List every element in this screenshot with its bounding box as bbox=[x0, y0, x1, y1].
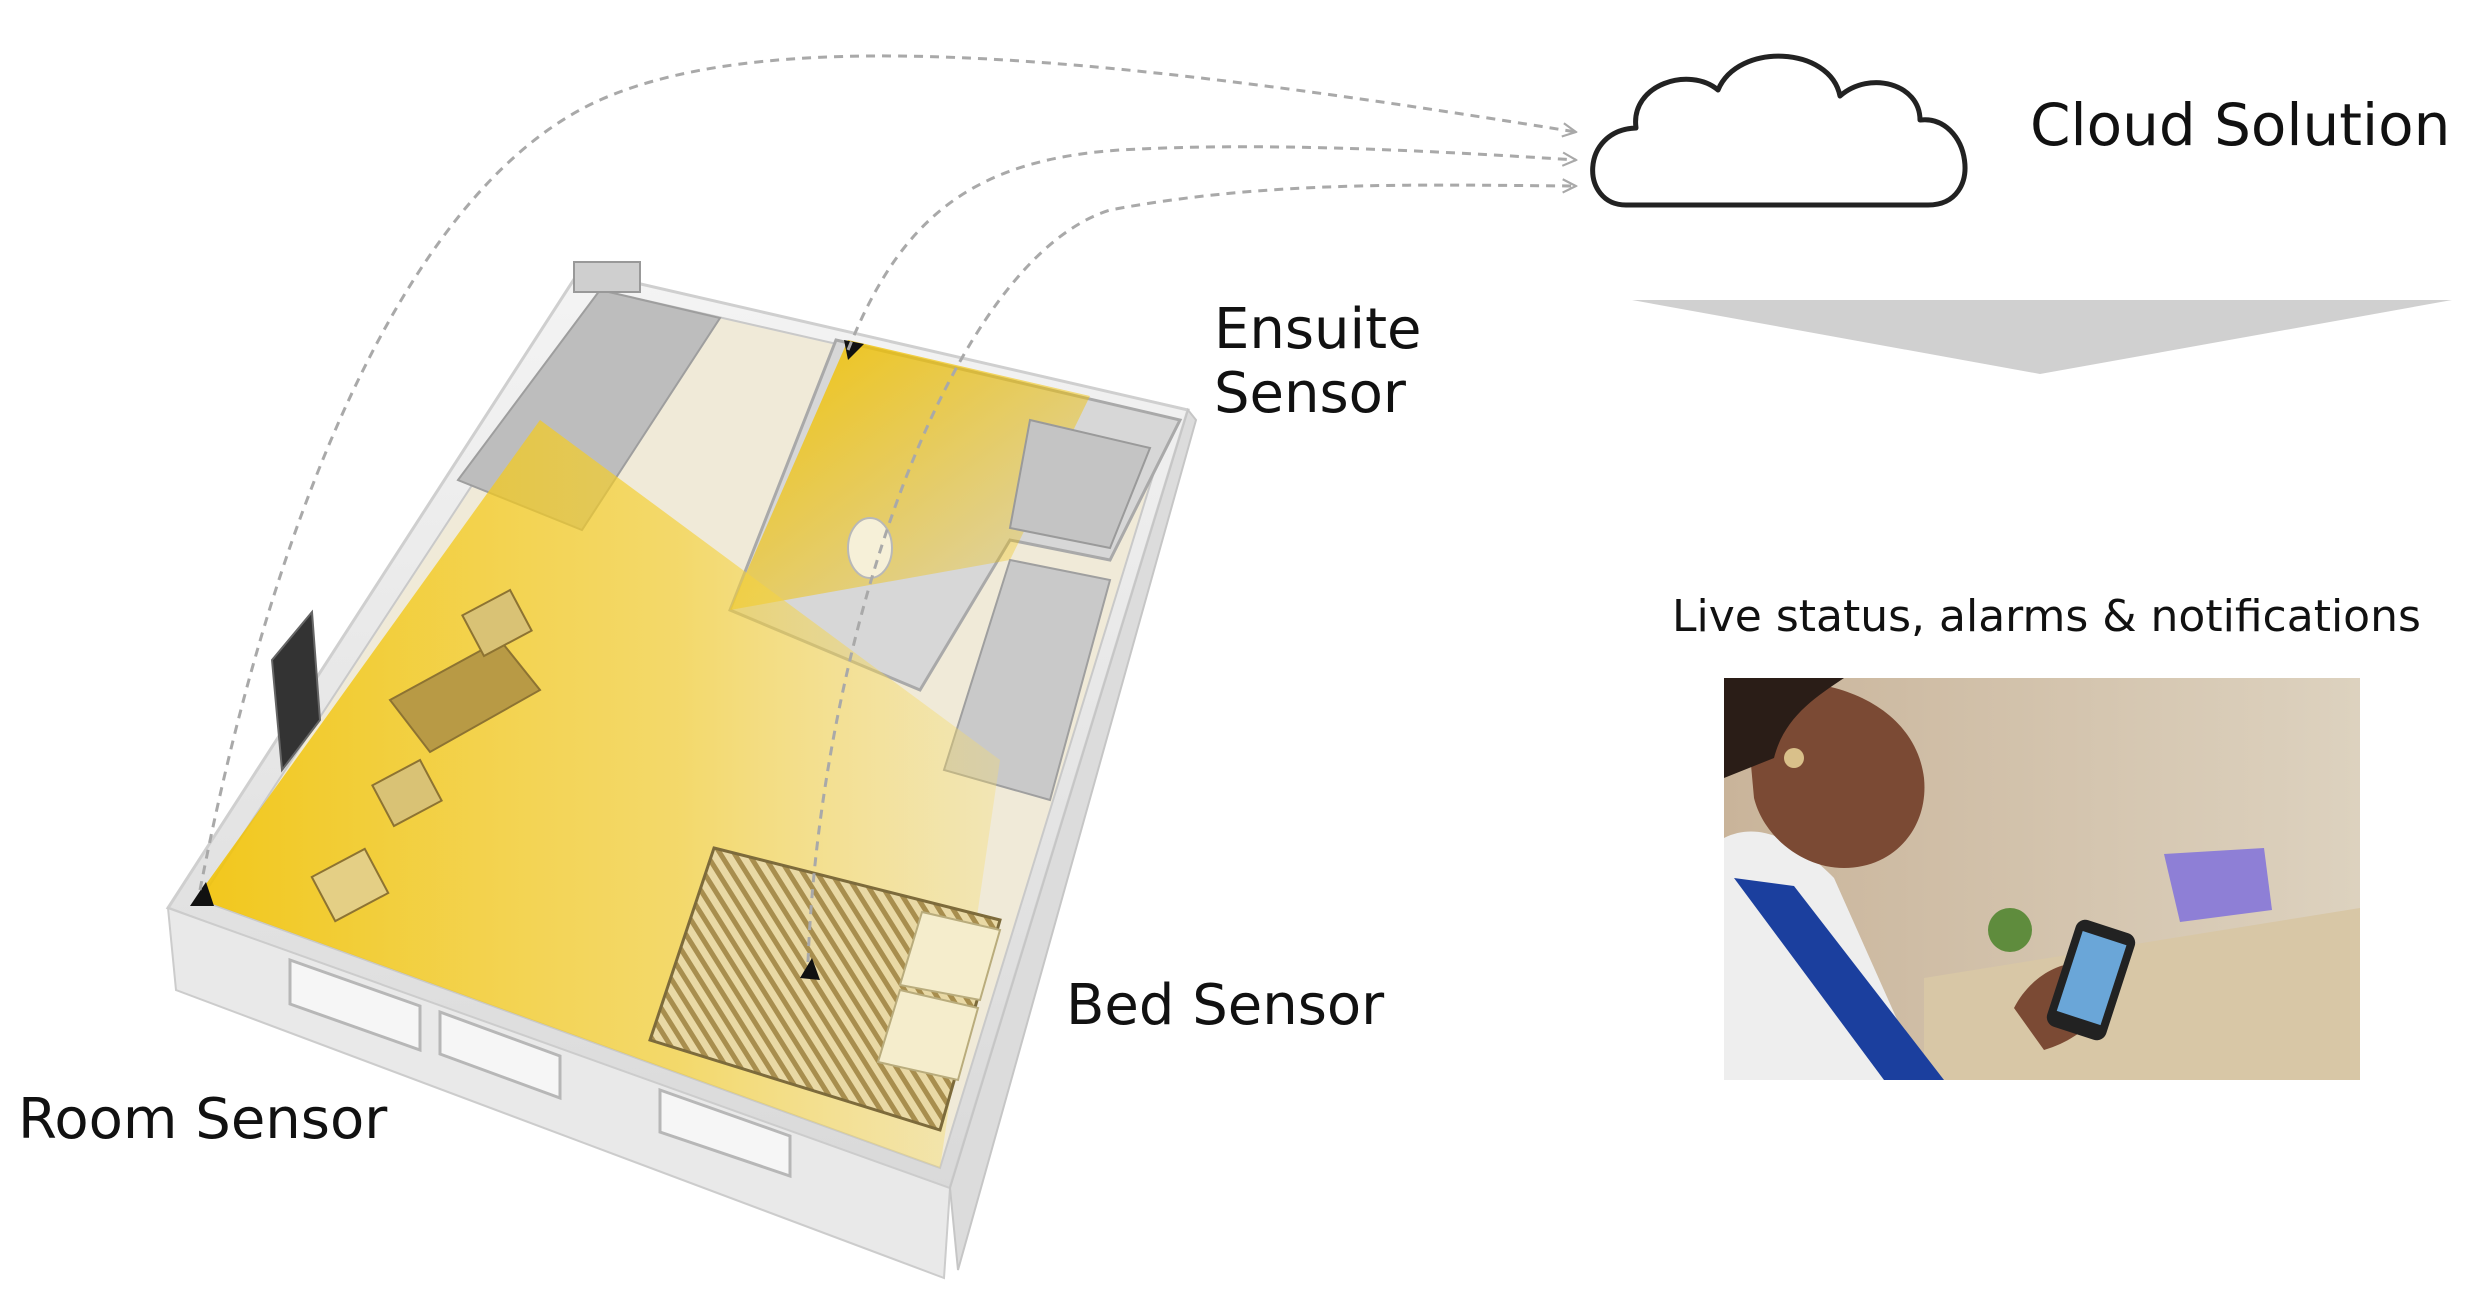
cloud-solution-label: Cloud Solution bbox=[2030, 91, 2451, 159]
funnel-down-icon bbox=[1632, 300, 2452, 374]
bed-sensor-marker-icon bbox=[800, 958, 820, 980]
wall-art bbox=[270, 609, 322, 773]
ensuite-sensor-label-line2: Sensor bbox=[1214, 361, 1406, 427]
toilet bbox=[847, 517, 893, 579]
shower bbox=[1008, 418, 1152, 550]
ensuite-sensor-label: Ensuite Sensor bbox=[1214, 297, 1422, 427]
chair-2 bbox=[371, 758, 443, 828]
purple-chair bbox=[2164, 848, 2272, 922]
bed-sensor-label: Bed Sensor bbox=[1066, 973, 1385, 1038]
caregiver-photo bbox=[1724, 678, 2360, 1080]
ensuite-sensor-label-line1: Ensuite bbox=[1214, 297, 1422, 362]
room-right-wall bbox=[948, 407, 1198, 1271]
live-status-label: Live status, alarms & notifications bbox=[1672, 591, 2421, 642]
data-flow-arrows bbox=[198, 54, 1576, 963]
chair-1 bbox=[461, 588, 533, 658]
room-sensor-marker-icon bbox=[190, 882, 214, 906]
closet bbox=[942, 558, 1112, 802]
arrow-bed-to-cloud bbox=[806, 185, 1576, 963]
chimney bbox=[573, 261, 641, 293]
ensuite-sensor-zone bbox=[730, 340, 1090, 610]
front-windows bbox=[288, 957, 792, 1179]
bed bbox=[648, 846, 1002, 1132]
plant bbox=[1988, 908, 2032, 952]
chair-3 bbox=[310, 847, 390, 923]
room-sensor-label: Room Sensor bbox=[18, 1087, 388, 1152]
dining-table bbox=[388, 638, 542, 754]
room-floorplan bbox=[165, 261, 1198, 1280]
arrow-room-to-cloud bbox=[198, 54, 1576, 891]
cloud-icon bbox=[1590, 53, 1968, 208]
arrow-ensuite-to-cloud bbox=[846, 145, 1576, 351]
caregiver-figure bbox=[1724, 678, 2136, 1080]
